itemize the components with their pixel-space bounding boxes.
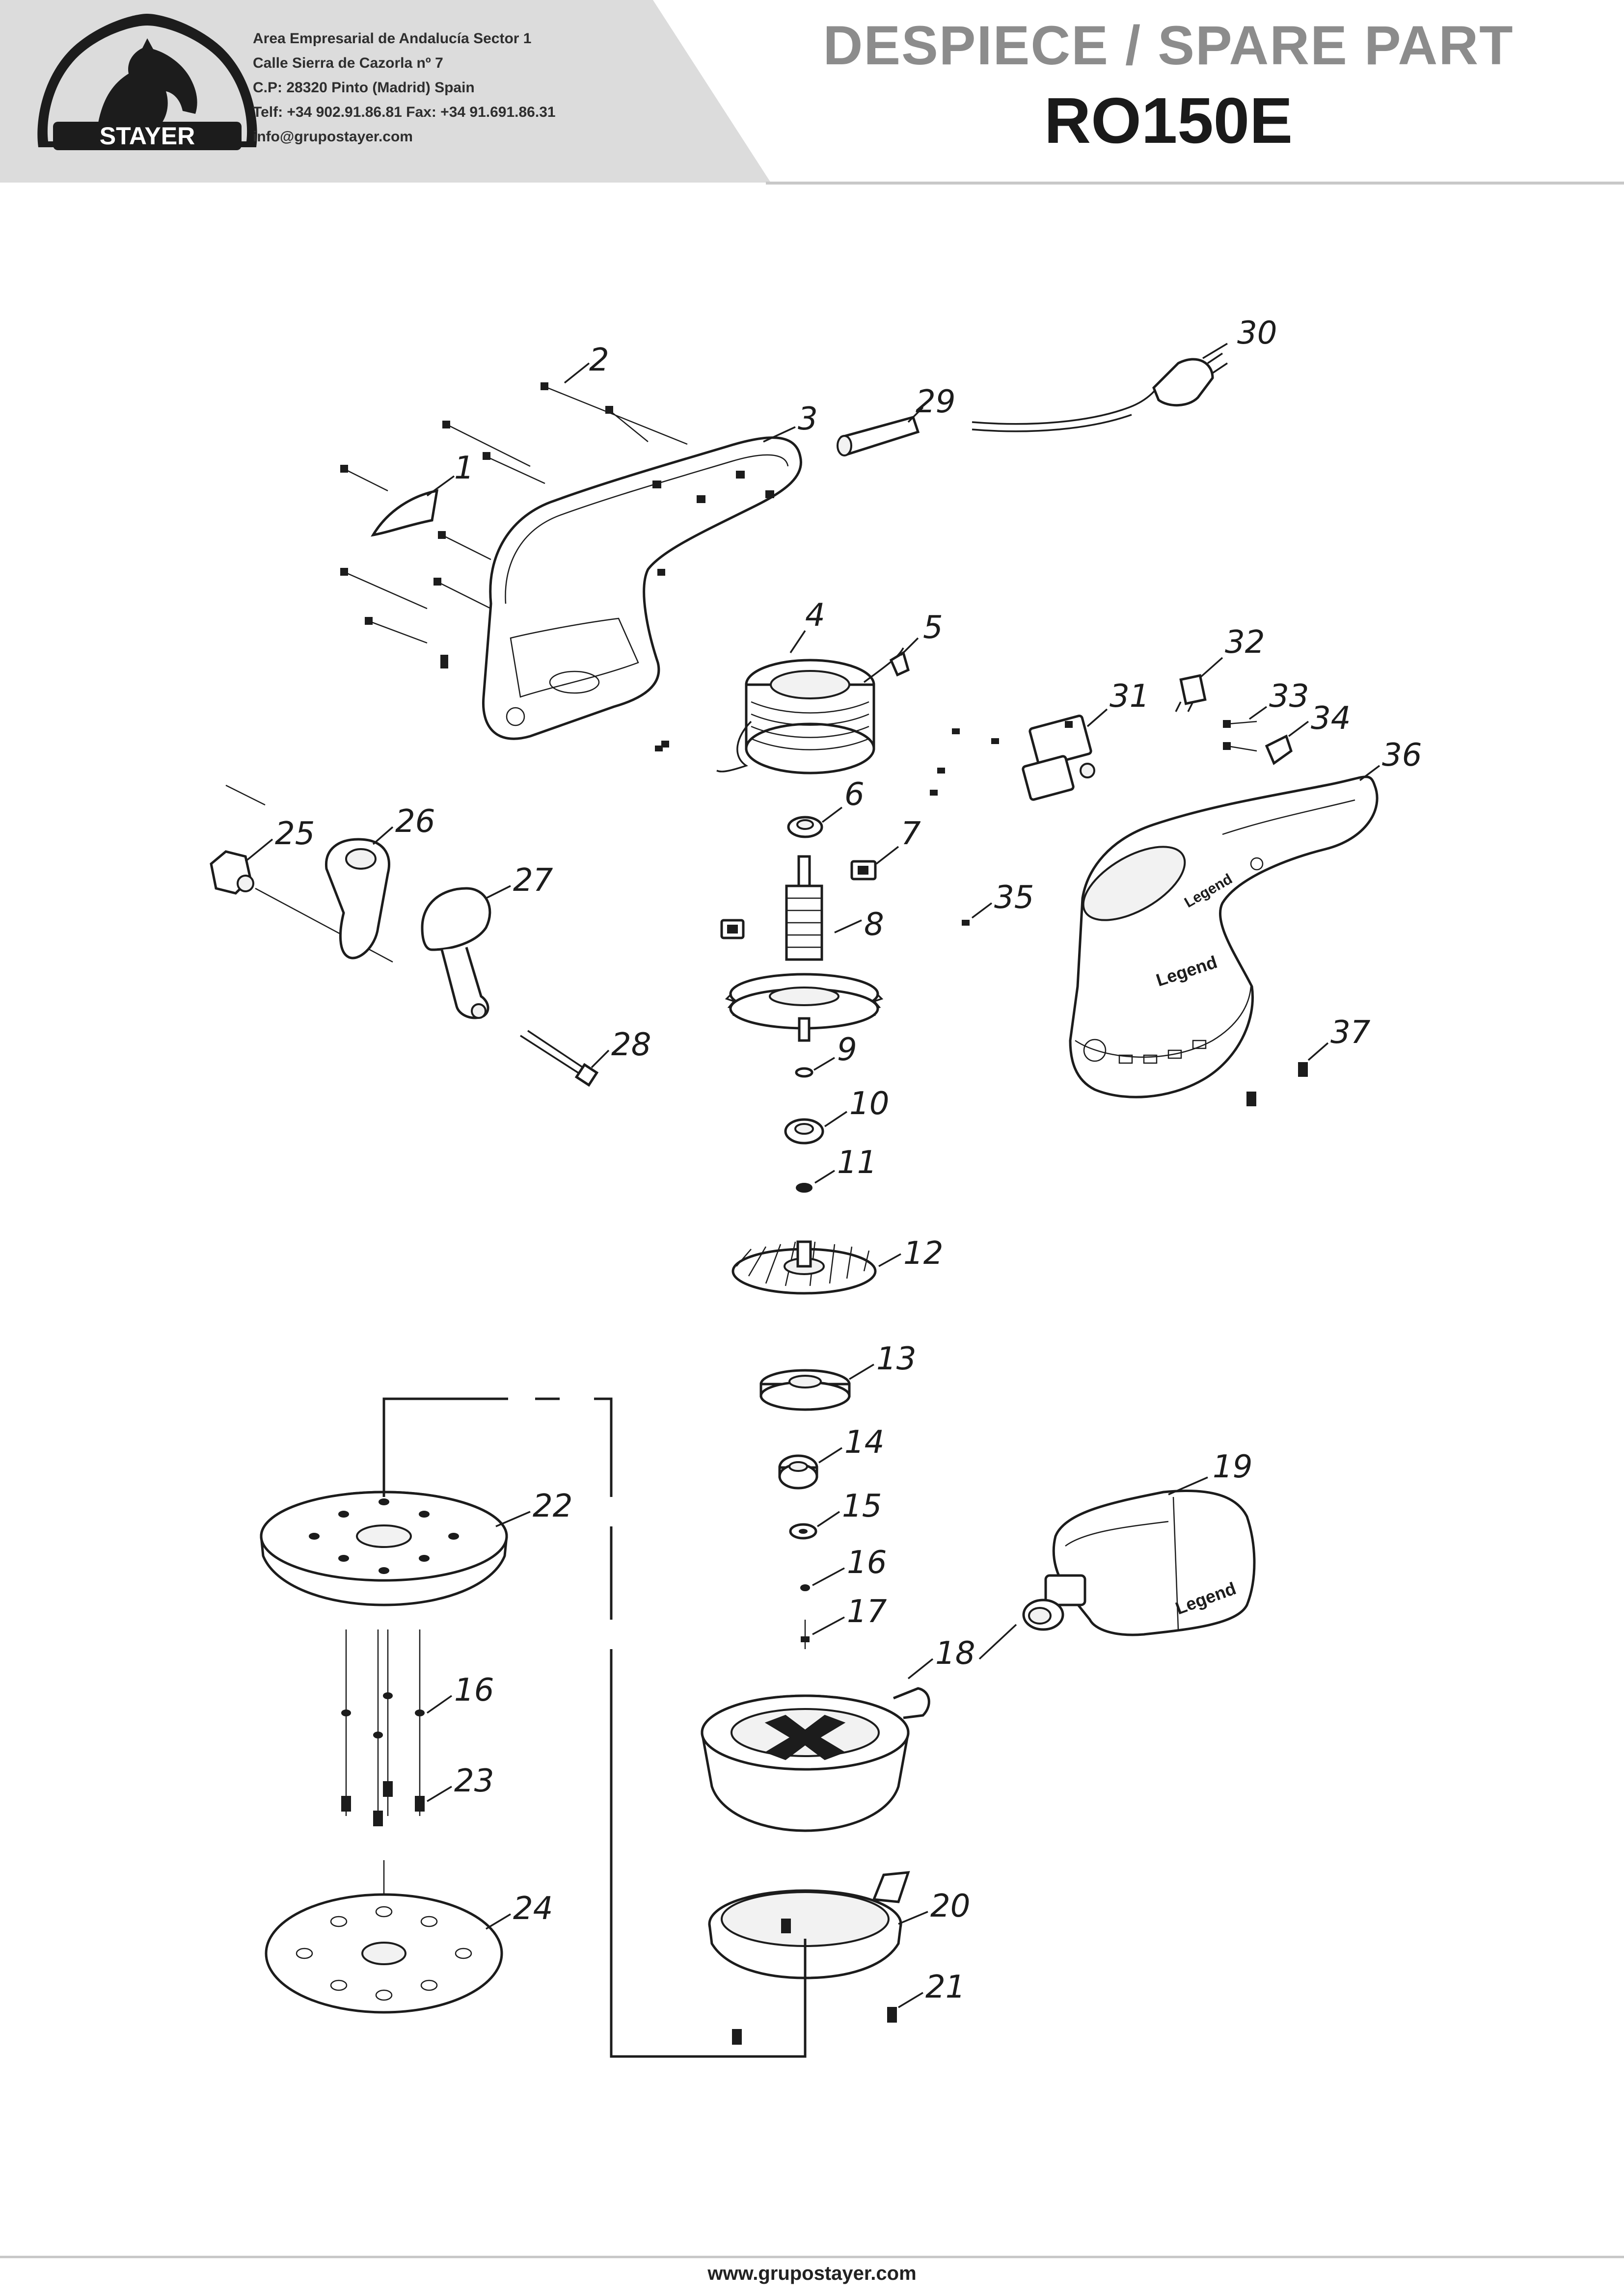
part-35-pins: [655, 728, 999, 926]
part-number-37: 37: [1330, 1015, 1371, 1051]
part-number-10: 10: [849, 1086, 889, 1122]
part-8-armature: [725, 855, 884, 1042]
part-number-30: 30: [1237, 315, 1277, 351]
part-number-35: 35: [994, 880, 1034, 916]
part-number-21: 21: [925, 1969, 965, 2005]
part-number-34: 34: [1311, 700, 1351, 737]
part-28-long-bolt: [520, 1030, 610, 1087]
part-16-17-washer-screw: [800, 1567, 845, 1649]
address-line-2: Calle Sierra de Cazorla nº 7: [253, 55, 443, 71]
part-number-36: 36: [1382, 737, 1422, 774]
part-16-23-pad-screws: [341, 1629, 453, 1826]
part-number-13: 13: [876, 1341, 916, 1377]
address-line-3: C.P: 28320 Pinto (Madrid) Spain: [253, 80, 475, 96]
assembly-reference-line: [382, 1397, 807, 2058]
part-14-bearing: [778, 1447, 842, 1490]
footer-website-link[interactable]: www.grupostayer.com: [707, 2263, 917, 2284]
phone-fax-line: Telf: +34 902.91.86.81 Fax: +34 91.691.8…: [253, 104, 556, 120]
part-number-31: 31: [1110, 678, 1149, 715]
part-2-screws: [340, 362, 688, 668]
part-number-15: 15: [842, 1488, 882, 1524]
email-line[interactable]: info@grupostayer.com: [253, 129, 413, 145]
part-number-14: 14: [844, 1424, 884, 1461]
part-32-capacitor: [1175, 657, 1223, 712]
header-divider: [766, 182, 1624, 185]
part-22-backing-pad: [260, 1491, 531, 1606]
part-number-8: 8: [864, 907, 884, 943]
part-number-16: 16: [847, 1545, 887, 1581]
brand-logo-text: STAYER: [100, 122, 195, 150]
part-31-switch: [1022, 708, 1108, 801]
part-10-bearing: [784, 1111, 847, 1145]
part-number-29: 29: [916, 384, 955, 420]
part-number-32: 32: [1225, 624, 1265, 661]
part-18-base-housing: [701, 1658, 934, 1832]
part-number-23: 23: [454, 1763, 494, 1799]
part-25-speed-knob: [210, 784, 393, 963]
part-number-16-pad: 16: [454, 1672, 494, 1709]
part-21-screws: [732, 1992, 923, 2045]
model-code: RO150E: [1044, 84, 1293, 157]
footer-divider: [0, 2256, 1624, 2258]
part-37-screws: [1246, 1042, 1329, 1106]
part-29-cable-sleeve: [837, 406, 924, 456]
part-13-eccentric: [759, 1363, 874, 1411]
part-number-11: 11: [837, 1145, 877, 1181]
part-26-lever: [325, 826, 394, 960]
part-number-7: 7: [901, 816, 921, 852]
part-1-label-plate: [371, 475, 455, 537]
part-4-field-coil: [716, 630, 904, 774]
part-12-fan: [731, 1240, 901, 1295]
part-number-labels: 1 2 3 4 5 6 7 8 9 10 11 12 13 14 15 16 1…: [275, 315, 1422, 2005]
part-15-washer: [789, 1511, 840, 1540]
part-number-27: 27: [513, 862, 553, 899]
stayer-logo: STAYER: [37, 14, 257, 150]
part-5-wire-clip: [889, 637, 919, 677]
part-20-skirt-ring: [708, 1871, 928, 1979]
part-number-18: 18: [935, 1635, 975, 1672]
part-number-6: 6: [844, 776, 865, 813]
part-number-1: 1: [454, 450, 474, 486]
part-number-25: 25: [275, 816, 315, 852]
part-number-20: 20: [930, 1888, 970, 1924]
part-number-28: 28: [611, 1027, 651, 1063]
part-27-front-knob: [421, 885, 511, 1019]
part-36-assembled-sander: Legend Legend: [1069, 765, 1380, 1098]
part-9-washer: [795, 1057, 835, 1078]
part-6-bearing: [787, 806, 843, 838]
part-number-17: 17: [847, 1594, 887, 1630]
part-number-19: 19: [1213, 1449, 1252, 1485]
part-number-33: 33: [1269, 678, 1309, 715]
part-number-9: 9: [837, 1032, 857, 1068]
part-number-5: 5: [923, 610, 943, 646]
part-number-12: 12: [903, 1235, 943, 1272]
part-19-dust-bag: Legend: [978, 1476, 1256, 1660]
part-number-24: 24: [513, 1891, 553, 1927]
part-7-brush-holder: [720, 846, 899, 939]
part-number-2: 2: [589, 342, 609, 378]
part-3-housing-half: [482, 426, 802, 748]
document-title: DESPIECE / SPARE PART: [823, 15, 1514, 76]
part-number-22: 22: [533, 1488, 572, 1524]
part-number-26: 26: [395, 803, 435, 840]
header-band: STAYER: [0, 0, 771, 183]
horse-head-icon: [98, 38, 197, 123]
part-number-3: 3: [798, 401, 818, 437]
part-33-34-screws-clamp: [1223, 706, 1309, 765]
address-line-1: Area Empresarial de Andalucía Sector 1: [253, 30, 532, 47]
part-11-nut: [796, 1170, 835, 1193]
part-30-power-cord: [972, 343, 1228, 432]
part-24-abrasive-disc: [265, 1860, 511, 2014]
part-number-4: 4: [805, 597, 825, 634]
